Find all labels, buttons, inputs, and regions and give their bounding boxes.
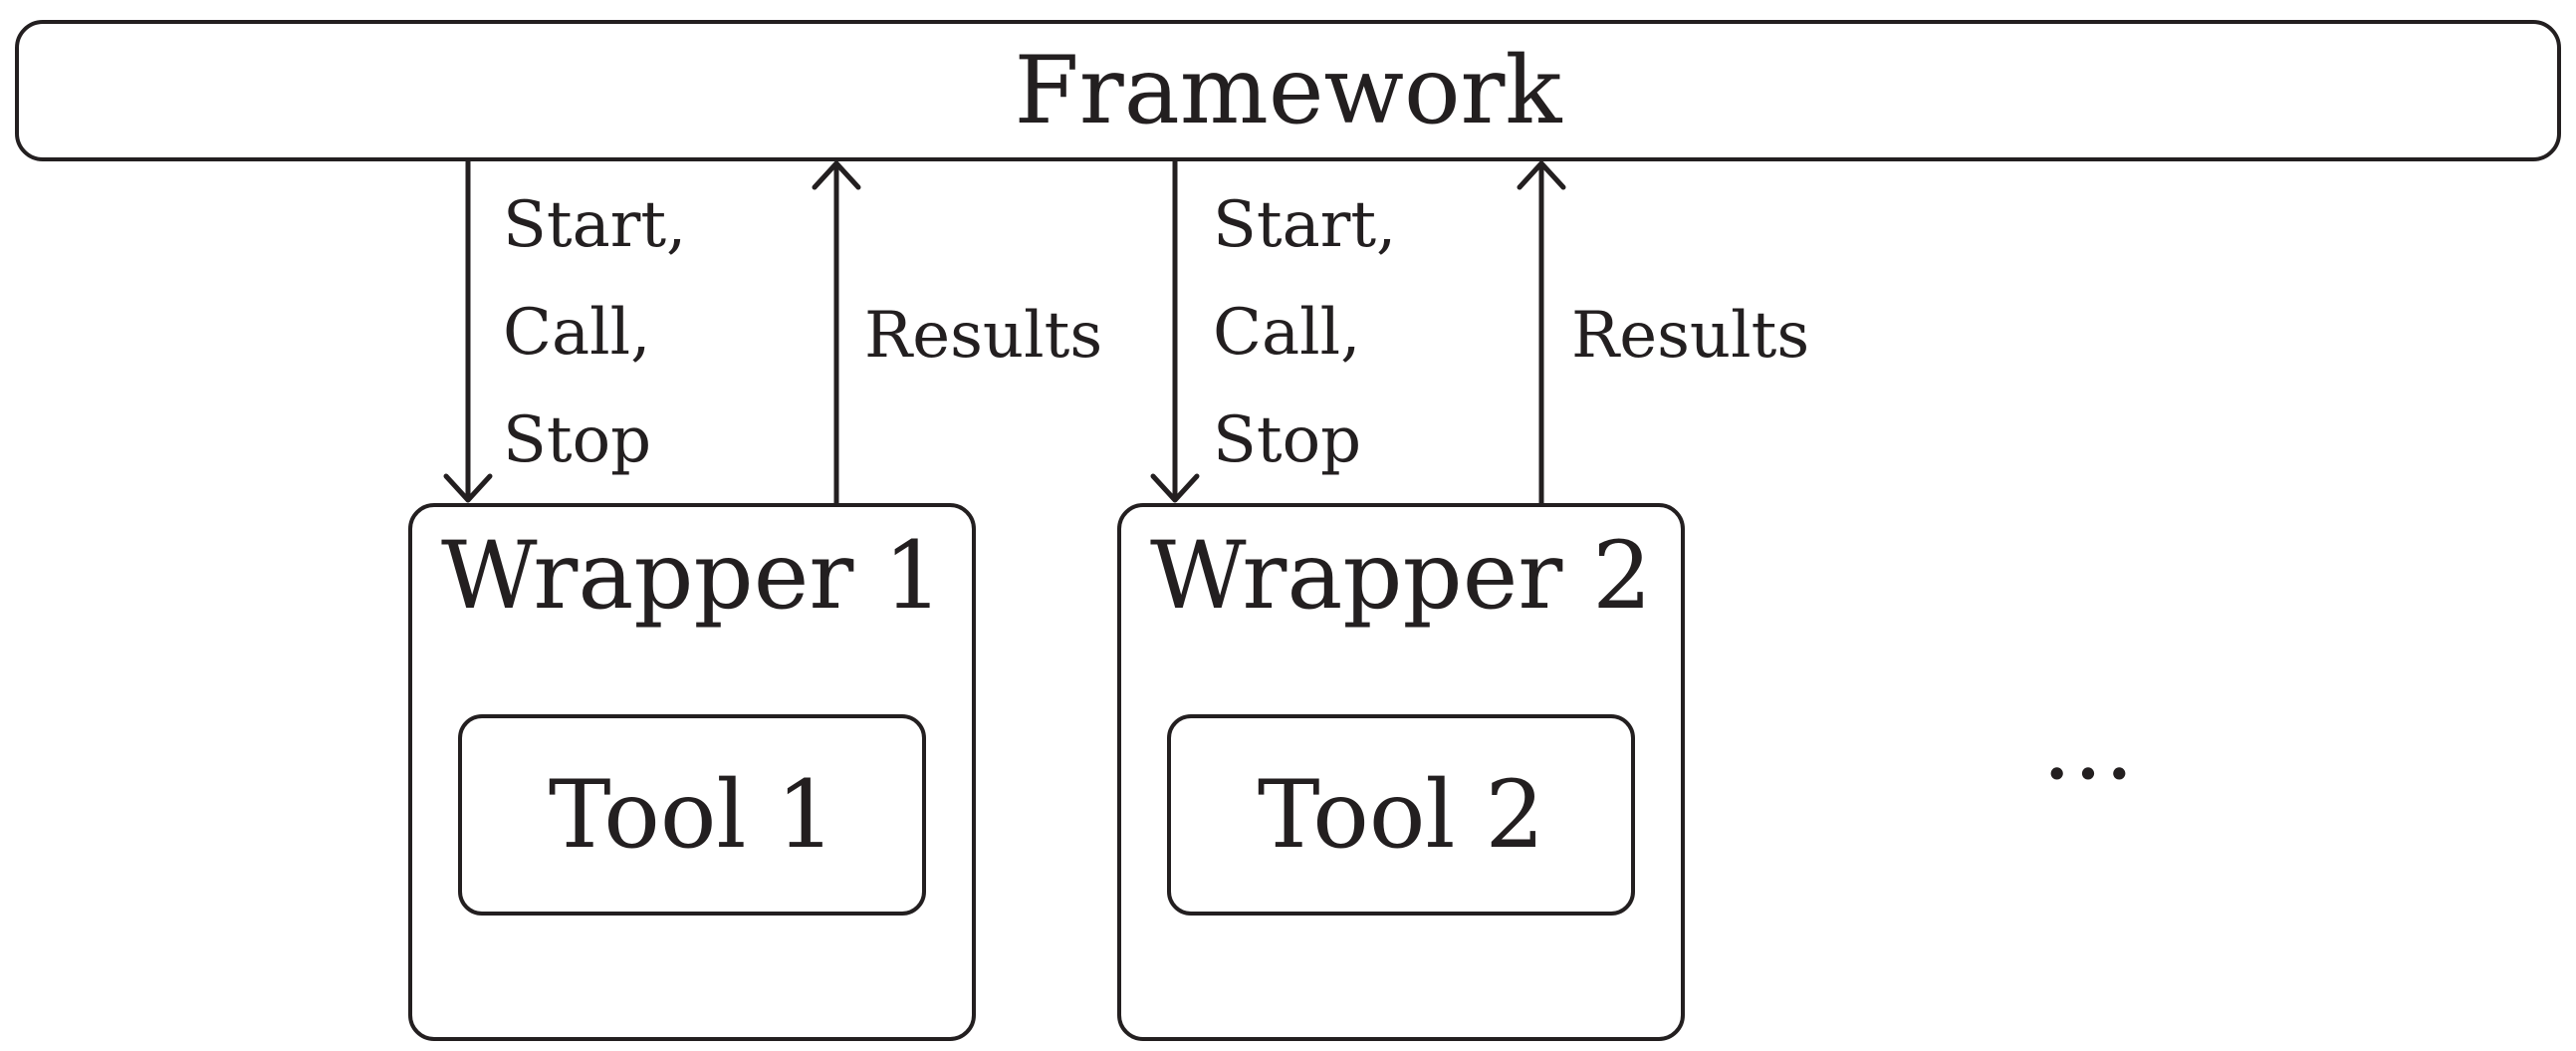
tool-1-label: Tool 1: [548, 760, 836, 870]
down-label-stop: Stop: [1213, 403, 1362, 477]
down-label-stop: Stop: [503, 403, 652, 477]
down-label-2: Start, Call, Stop: [1213, 171, 1396, 494]
wrapper-2-box: Wrapper 2 Tool 2: [1117, 503, 1685, 1041]
up-arrowhead-2: [1517, 160, 1566, 190]
wrapper-2-title: Wrapper 2: [1150, 522, 1652, 631]
up-label-2: Results: [1571, 299, 1810, 373]
wrapper-1-box: Wrapper 1 Tool 1: [408, 503, 976, 1041]
down-label-call: Call,: [1213, 296, 1361, 370]
down-label-start: Start,: [1213, 188, 1397, 262]
framework-label: Framework: [1014, 36, 1562, 145]
tool-2-box: Tool 2: [1167, 714, 1635, 916]
down-label-1: Start, Call, Stop: [503, 171, 686, 494]
down-label-call: Call,: [503, 296, 651, 370]
tool-1-box: Tool 1: [458, 714, 926, 916]
framework-box: Framework: [15, 20, 2561, 161]
up-arrowhead-1: [812, 160, 861, 190]
wrapper-1-title: Wrapper 1: [441, 522, 943, 631]
ellipsis: …: [2041, 692, 2141, 801]
down-arrowhead-2: [1150, 473, 1200, 503]
down-label-start: Start,: [503, 188, 687, 262]
down-arrowhead-1: [443, 473, 493, 503]
up-label-1: Results: [864, 299, 1103, 373]
tool-2-label: Tool 2: [1257, 760, 1545, 870]
